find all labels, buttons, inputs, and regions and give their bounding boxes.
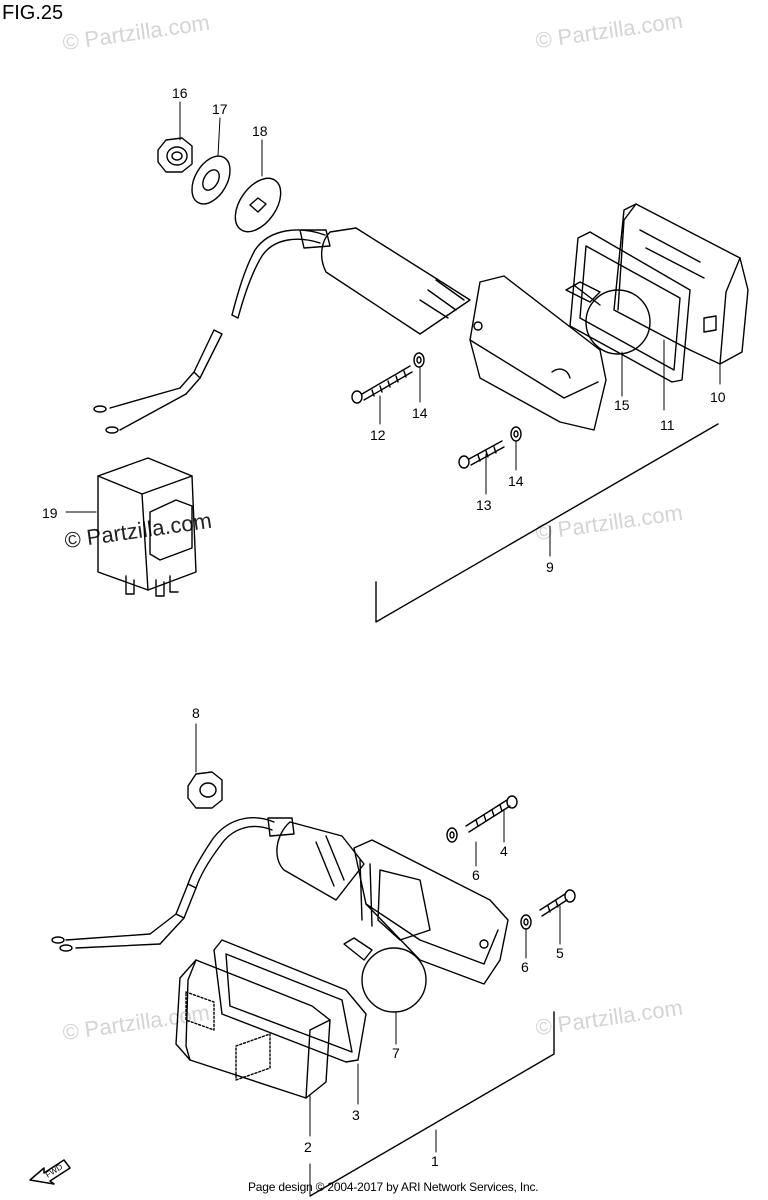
callout-12: 12 bbox=[370, 427, 386, 443]
screw-5 bbox=[539, 889, 576, 917]
screw-12 bbox=[351, 365, 413, 404]
leader-lines bbox=[65, 101, 721, 1197]
callout-13: 13 bbox=[476, 497, 492, 513]
callout-5: 5 bbox=[556, 945, 564, 961]
callout-16: 16 bbox=[172, 85, 188, 101]
wire-lower bbox=[51, 817, 295, 952]
washer-14-b bbox=[510, 426, 522, 442]
screw-4 bbox=[465, 795, 518, 833]
callout-19: 19 bbox=[42, 505, 58, 521]
callout-11: 11 bbox=[660, 417, 675, 433]
washer-18 bbox=[234, 177, 282, 233]
callout-2: 2 bbox=[304, 1139, 312, 1155]
nut-16 bbox=[157, 137, 193, 173]
washer-6-a bbox=[446, 827, 458, 843]
callout-3: 3 bbox=[352, 1107, 360, 1123]
callout-7: 7 bbox=[392, 1045, 400, 1061]
footer-copyright: Page design © 2004-2017 by ARI Network S… bbox=[248, 1180, 539, 1194]
lens-10 bbox=[613, 203, 749, 365]
wire-upper bbox=[93, 229, 331, 434]
nut-8 bbox=[187, 771, 223, 809]
gasket-3 bbox=[213, 939, 367, 1063]
callout-1: 1 bbox=[431, 1153, 439, 1169]
gasket-11 bbox=[569, 231, 691, 383]
callout-6: 6 bbox=[472, 867, 480, 883]
callout-15: 15 bbox=[614, 397, 630, 413]
callout-labels: 16 17 18 10 11 15 12 14 13 14 19 9 8 4 6… bbox=[42, 85, 726, 1169]
callout-6: 6 bbox=[521, 959, 529, 975]
washer-17 bbox=[191, 155, 231, 205]
bracket-1 bbox=[309, 1011, 555, 1197]
lens-2 bbox=[175, 959, 331, 1099]
figure-title: FIG.25 bbox=[2, 2, 64, 24]
turn-signal-housing-lower bbox=[276, 821, 509, 985]
callout-18: 18 bbox=[252, 123, 268, 139]
bulb-15 bbox=[565, 281, 651, 355]
callout-4: 4 bbox=[500, 843, 508, 859]
callout-9: 9 bbox=[546, 559, 554, 575]
callout-10: 10 bbox=[710, 389, 726, 405]
bracket-9 bbox=[375, 423, 719, 623]
callout-14: 14 bbox=[412, 405, 428, 421]
callout-17: 17 bbox=[212, 101, 228, 117]
washer-14-a bbox=[413, 352, 425, 368]
callout-14: 14 bbox=[508, 473, 524, 489]
callout-8: 8 bbox=[192, 705, 200, 721]
fwd-arrow-icon: FWD bbox=[29, 1159, 71, 1185]
screw-13 bbox=[458, 440, 505, 469]
turn-signal-housing-upper bbox=[320, 227, 607, 431]
bulb-7 bbox=[343, 937, 427, 1013]
washer-6-b bbox=[520, 914, 532, 930]
relay-19 bbox=[97, 457, 197, 597]
